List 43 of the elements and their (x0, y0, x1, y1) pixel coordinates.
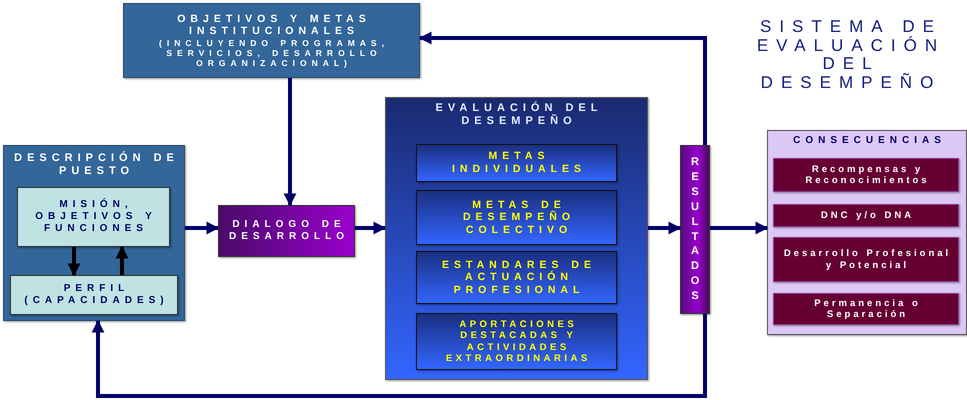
process-box (218, 205, 355, 257)
node-label: EVALUACIÓN DEL DESEMPEÑO (434, 102, 604, 128)
node-label: Permanencia o Separación (813, 298, 922, 320)
node-label: OBJETIVOS Y METAS INSTITUCIONALES (176, 12, 372, 38)
objective-box (123, 3, 420, 78)
node-label: MISIÓN, OBJETIVOS Y FUNCIONES (34, 199, 158, 235)
node-label: Recompensas y Reconocimientos (804, 164, 931, 186)
arrow (185, 222, 220, 234)
goal-box (416, 144, 617, 182)
group-panel (385, 97, 648, 380)
arrow (284, 78, 296, 206)
node-label: DNC y/o DNA (820, 210, 914, 222)
node-label: PERFIL (CAPACIDADES) (23, 283, 170, 307)
node-label: (INCLUYENDO PROGRAMAS, SERVICIOS, DESARROLLO ORGANIZACIONAL) (158, 38, 390, 68)
node-label: CONSECUENCIAS (792, 135, 946, 147)
node-label: APORTACIONES DESTACADAS Y ACTIVIDADES EXTRAORDINARIAS (444, 318, 592, 364)
node-label: DESCRIPCIÓN DE PUESTO (13, 152, 180, 178)
outcome-box (773, 293, 959, 325)
arrow (710, 222, 768, 234)
goal-box (416, 190, 617, 245)
arrow (116, 246, 128, 275)
node-label: ESTANDARES DE ACTUACIÓN PROFESIONAL (440, 258, 598, 296)
process-box (17, 187, 170, 247)
diagram-title: SISTEMA DE EVALUACIÓN DEL DESEMPEÑO (756, 18, 946, 93)
node-label: METAS INDIVIDUALES (450, 150, 588, 176)
node-label: DIALOGO DE DESARROLLO (228, 219, 350, 243)
arrow (68, 247, 80, 276)
node-label: RESULTADOS (690, 155, 700, 304)
node-label: METAS DE DESEMPEÑO COLECTIVO (462, 198, 576, 236)
arrow (648, 222, 682, 234)
goal-box (416, 251, 617, 304)
process-box (10, 275, 178, 315)
node-label: Desarrollo Profesional y Potencial (782, 248, 952, 271)
arrow (418, 32, 707, 145)
arrow (92, 314, 707, 398)
results-bar (680, 145, 710, 314)
group-panel (3, 145, 185, 321)
outcome-box (773, 204, 959, 227)
group-panel (767, 130, 967, 335)
arrow (355, 222, 386, 234)
outcome-box (773, 237, 959, 282)
outcome-box (773, 158, 959, 192)
goal-box (416, 313, 617, 370)
